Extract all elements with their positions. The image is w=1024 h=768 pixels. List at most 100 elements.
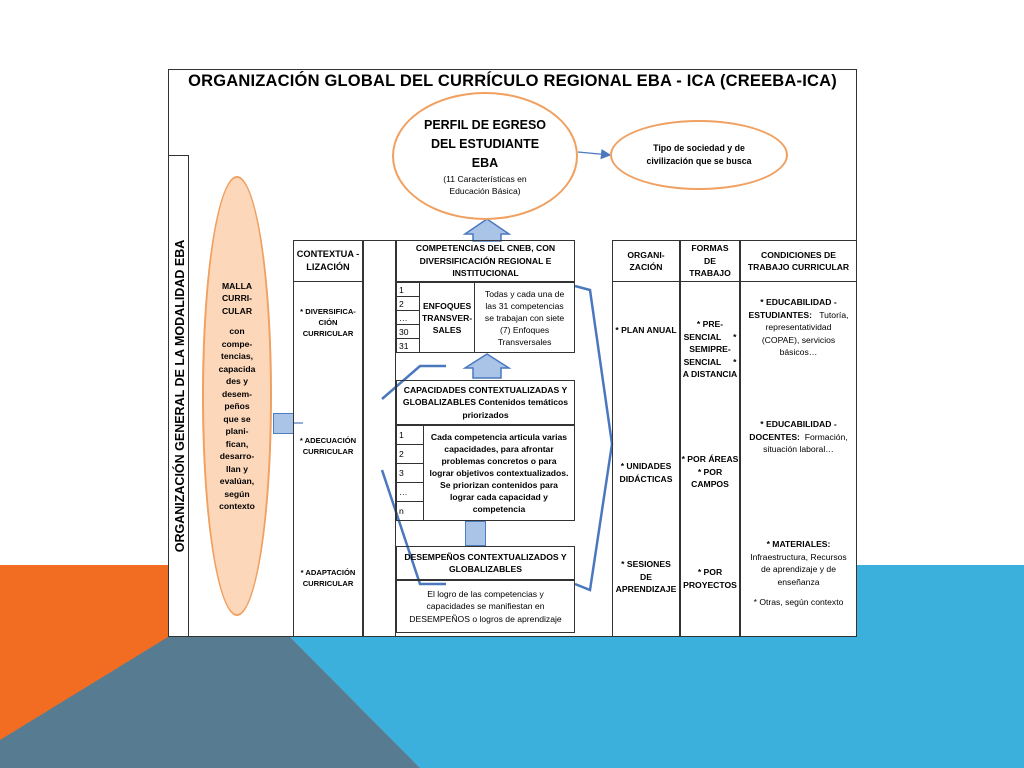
steel-shape — [0, 637, 420, 768]
competencia-number: 30 — [396, 324, 420, 339]
malla-line: plani- — [225, 426, 249, 436]
formas-header-3: TRABAJO — [689, 268, 731, 279]
formas-item1-line5: A DISTANCIA — [682, 369, 738, 379]
left-connector-lower — [380, 469, 446, 586]
desempenos-line3: DESEMPEÑOS o logros de aprendizaje — [409, 613, 562, 624]
vertical-label-box: ORGANIZACIÓN GENERAL DE LA MODALIDAD EBA — [168, 155, 189, 637]
malla-line: tencias, — [220, 351, 253, 361]
formas-header: FORMAS DE TRABAJO — [680, 240, 740, 282]
up-arrow-top — [462, 218, 512, 242]
capacidades-desc-1: Se priorizan contenidos para — [440, 480, 558, 490]
plan-anual-item: * PLAN ANUAL — [612, 324, 680, 337]
capacidad-number: … — [396, 482, 424, 502]
capacidades-header-2: GLOBALIZABLES Contenidos temáticos — [402, 397, 569, 408]
perfil-sub2: Educación Básica) — [449, 185, 521, 196]
malla-line: des y — [226, 376, 248, 386]
malla-line: capacida — [218, 363, 256, 374]
diversificacion-line3: CURRICULAR — [302, 329, 354, 338]
formas-item2-line1: * POR ÁREAS — [681, 454, 739, 464]
perfil-to-tipo-arrow — [577, 148, 612, 160]
perfil-line3: EBA — [471, 155, 499, 170]
cond-item2-bold1: * EDUCABILIDAD - — [760, 419, 837, 429]
capacidades-desc-3: competencia — [472, 504, 526, 514]
formas-item1-line4: SENCIAL * — [683, 356, 737, 367]
adecuacion-item: * ADECUACIÓN CURRICULAR — [294, 435, 362, 457]
right-connector-upper — [574, 284, 614, 445]
adecuacion-line2: CURRICULAR — [302, 447, 354, 456]
malla-oval: MALLA CURRI- CULAR con compe- tencias, c… — [202, 176, 272, 616]
cond-item1-rest4: básicos… — [779, 347, 818, 357]
desempenos-header-2: GLOBALIZABLES — [448, 564, 523, 574]
cond-item1-rest3: (COPAE), servicios — [761, 334, 836, 345]
capacidades-header: CAPACIDADES CONTEXTUALIZADAS Y GLOBALIZA… — [396, 380, 575, 425]
formas-item3-line1: * POR — [697, 567, 723, 577]
malla-title-3: CULAR — [221, 305, 253, 316]
perfil-line1: PERFIL DE EGRESO — [423, 117, 546, 132]
cond-item3-bold: * MATERIALES: — [766, 539, 831, 549]
cond-item2-bold2: DOCENTES: — [749, 431, 800, 442]
desempenos-line2: capacidades se manifiestan en — [426, 601, 545, 612]
enfoques-line1: ENFOQUES — [422, 300, 472, 311]
perfil-oval: PERFIL DE EGRESO DEL ESTUDIANTE EBA (11 … — [392, 92, 578, 220]
competencias-desc-1: Todas y cada una de — [484, 288, 565, 299]
cond-item2-rest1: Formación, — [804, 431, 848, 442]
capacidad-number: 3 — [396, 463, 424, 483]
capacidad-number: 2 — [396, 444, 424, 464]
competencias-header-1: COMPETENCIAS DEL CNEB, CON — [415, 243, 556, 254]
left-connector-upper — [381, 364, 446, 400]
formas-item1-line2: SENCIAL * — [683, 331, 737, 342]
cond-item4: * Otras, según contexto — [753, 597, 844, 607]
adaptacion-item: * ADAPTACIÓN CURRICULAR — [294, 567, 362, 589]
enfoques-line3: SALES — [432, 324, 462, 335]
competencias-table: 1 ENFOQUES TRANSVER- SALES Todas y cada … — [396, 282, 575, 353]
enfoques-line2: TRANSVER- — [422, 312, 473, 323]
organizacion-header-2: ZACIÓN — [629, 262, 663, 272]
malla-line: evalúan, — [219, 476, 255, 486]
capacidades-desc-bold-3: problemas concretos o para — [441, 456, 557, 466]
unidades-item: * UNIDADES DIDÁCTICAS — [612, 460, 680, 485]
malla-line: fican, — [225, 438, 249, 449]
diversificacion-line1: * DIVERSIFICA- — [300, 307, 356, 316]
tipo-line2: civilización que se busca — [646, 156, 752, 166]
materiales-item: * MATERIALES: Infraestructura, Recursos … — [741, 538, 856, 609]
competencia-number: 2 — [396, 296, 420, 311]
educabilidad-docentes: * EDUCABILIDAD - DOCENTES: Formación, si… — [741, 418, 856, 456]
diversificacion-line2: CIÓN — [318, 318, 338, 327]
formas-header-2: DE — [704, 255, 716, 266]
cond-item3-rest1: Infraestructura, Recursos — [750, 551, 847, 562]
formas-item2-line2: * POR — [697, 466, 723, 477]
blue-shape — [290, 565, 1024, 768]
competencia-number: … — [396, 310, 420, 325]
cond-item2-rest2: situación laboral… — [763, 444, 834, 454]
condiciones-header-2: TRABAJO CURRICULAR — [747, 262, 850, 272]
organizacion-header: ORGANI- ZACIÓN — [612, 240, 680, 282]
diagram-title: ORGANIZACIÓN GLOBAL DEL CURRÍCULO REGION… — [188, 72, 837, 90]
capacidades-desc-2: lograr cada capacidad y — [450, 492, 548, 502]
formas-item1-line3: SEMIPRE- — [689, 344, 731, 354]
adecuacion-line1: * ADECUACIÓN — [299, 436, 357, 445]
left-square-connector — [273, 413, 294, 434]
capacidades-desc-cell: Cada competencia articula varias capacid… — [423, 425, 575, 521]
educabilidad-estudiantes: * EDUCABILIDAD - ESTUDIANTES: Tutoría, r… — [741, 296, 856, 359]
malla-line: contexto — [219, 501, 255, 511]
malla-line: llan y — [226, 463, 248, 474]
malla-line: que se — [223, 413, 251, 424]
cond-item3-rest2: de aprendizaje y de — [760, 564, 836, 574]
cond-item1-bold1: * EDUCABILIDAD - — [760, 297, 837, 307]
competencias-desc-5: Transversales — [497, 336, 552, 347]
competencias-header-2: DIVERSIFICACIÓN REGIONAL E — [419, 255, 552, 266]
cond-item1-rest1: Tutoría, — [819, 309, 849, 320]
diversificacion-item: * DIVERSIFICA- CIÓN CURRICULAR — [294, 306, 362, 339]
up-arrow-middle — [462, 353, 512, 379]
desempenos-header-1: DESEMPEÑOS CONTEXTUALIZADOS Y — [404, 551, 567, 562]
cond-item1-bold2: ESTUDIANTES: — [748, 309, 813, 320]
sesiones-line2: DE — [640, 571, 652, 582]
capacidades-desc-bold-2: capacidades, para afrontar — [444, 444, 554, 454]
competencia-number: 1 — [396, 282, 420, 297]
unidades-line2: DIDÁCTICAS — [619, 473, 673, 484]
malla-line: desem- — [221, 388, 253, 399]
tipo-oval: Tipo de sociedad y de civilización que s… — [610, 120, 788, 190]
adaptacion-line1: * ADAPTACIÓN — [300, 568, 356, 577]
desempenos-body: El logro de las competencias y capacidad… — [396, 580, 575, 633]
